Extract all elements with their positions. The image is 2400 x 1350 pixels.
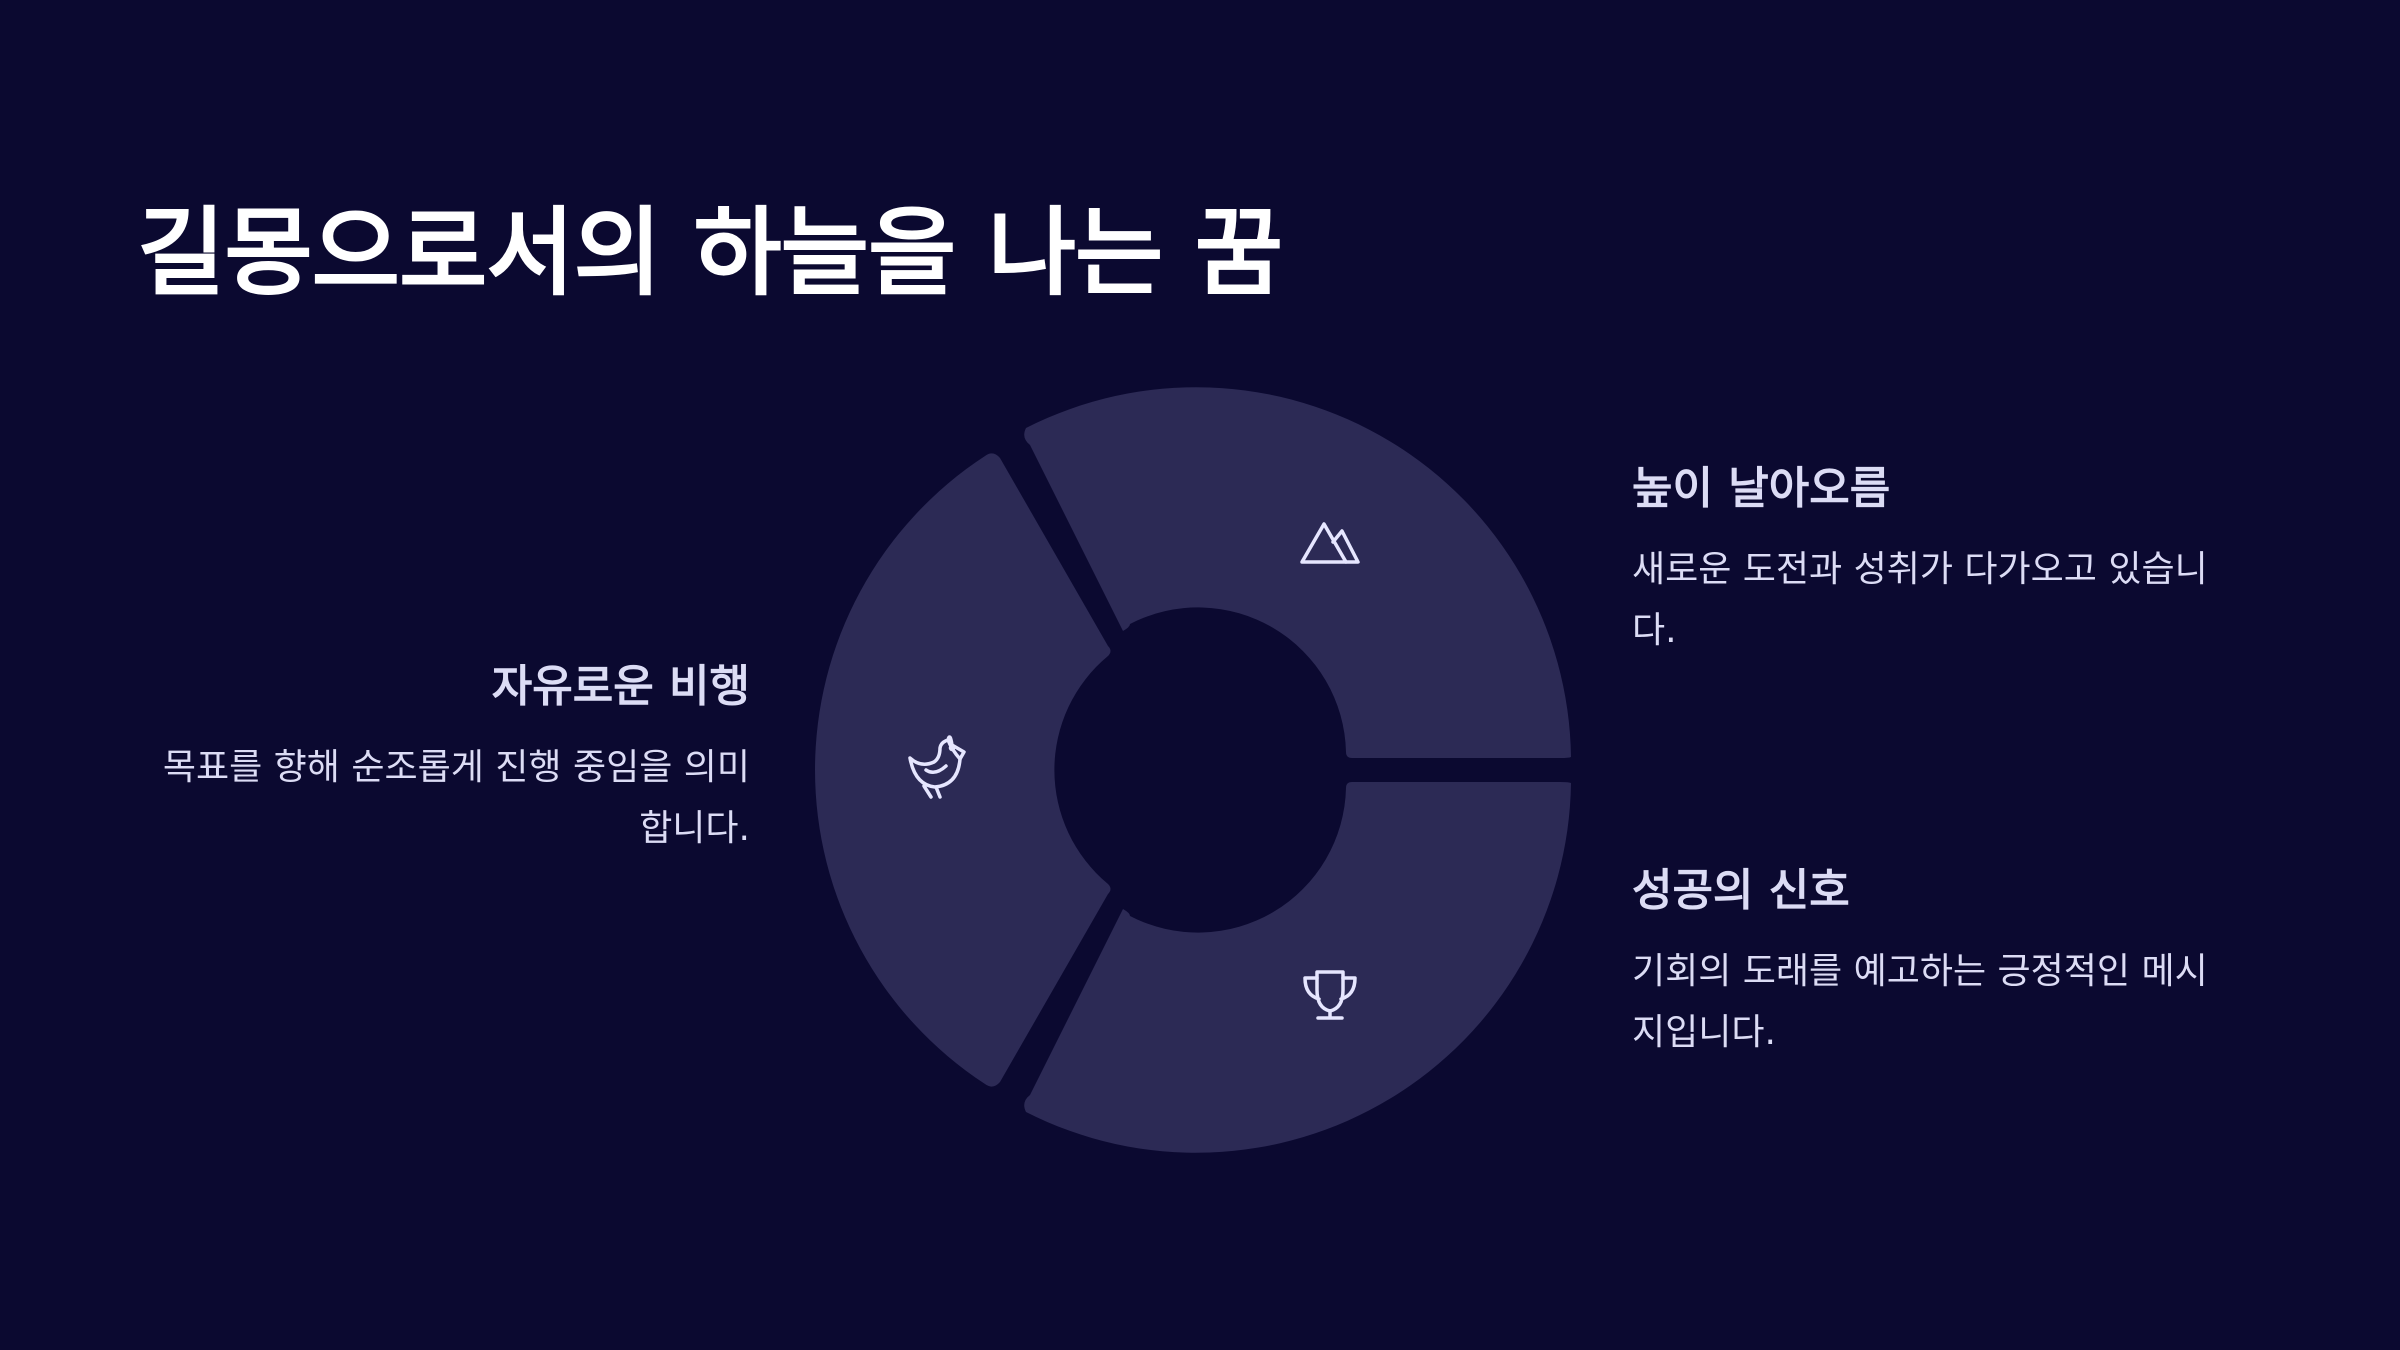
desc-line: 다. (1632, 610, 1677, 652)
bird-icon (908, 735, 966, 799)
desc-line: 지입니다. (1632, 1012, 1776, 1054)
segment-top-right (1024, 387, 1571, 758)
segment-left (815, 453, 1111, 1087)
item-free-flight: 자유로운 비행 목표를 향해 순조롭게 진행 중임을 의미 합니다. (130, 658, 750, 859)
item-soaring-high: 높이 날아오름 새로운 도전과 성취가 다가오고 있습니 다. (1632, 460, 2252, 661)
item-description: 기회의 도래를 예고하는 긍정적인 메시 지입니다. (1632, 941, 2252, 1063)
item-description: 새로운 도전과 성취가 다가오고 있습니 다. (1632, 539, 2252, 661)
desc-line: 새로운 도전과 성취가 다가오고 있습니 (1632, 549, 2208, 591)
desc-line: 기회의 도래를 예고하는 긍정적인 메시 (1632, 951, 2208, 993)
item-success-signal: 성공의 신호 기회의 도래를 예고하는 긍정적인 메시 지입니다. (1632, 862, 2252, 1063)
item-title: 성공의 신호 (1632, 865, 1850, 916)
mountain-icon (1300, 522, 1360, 564)
item-title: 높이 날아오름 (1632, 463, 1891, 514)
item-description: 목표를 향해 순조롭게 진행 중임을 의미 합니다. (130, 737, 750, 859)
desc-line: 목표를 향해 순조롭게 진행 중임을 의미 (162, 747, 750, 789)
desc-line: 합니다. (639, 808, 750, 850)
segment-bottom-right (1024, 782, 1571, 1153)
trophy-icon (1303, 970, 1357, 1020)
page-title: 길몽으로서의 하늘을 나는 꿈 (137, 197, 1283, 309)
item-title: 자유로운 비행 (491, 661, 750, 712)
